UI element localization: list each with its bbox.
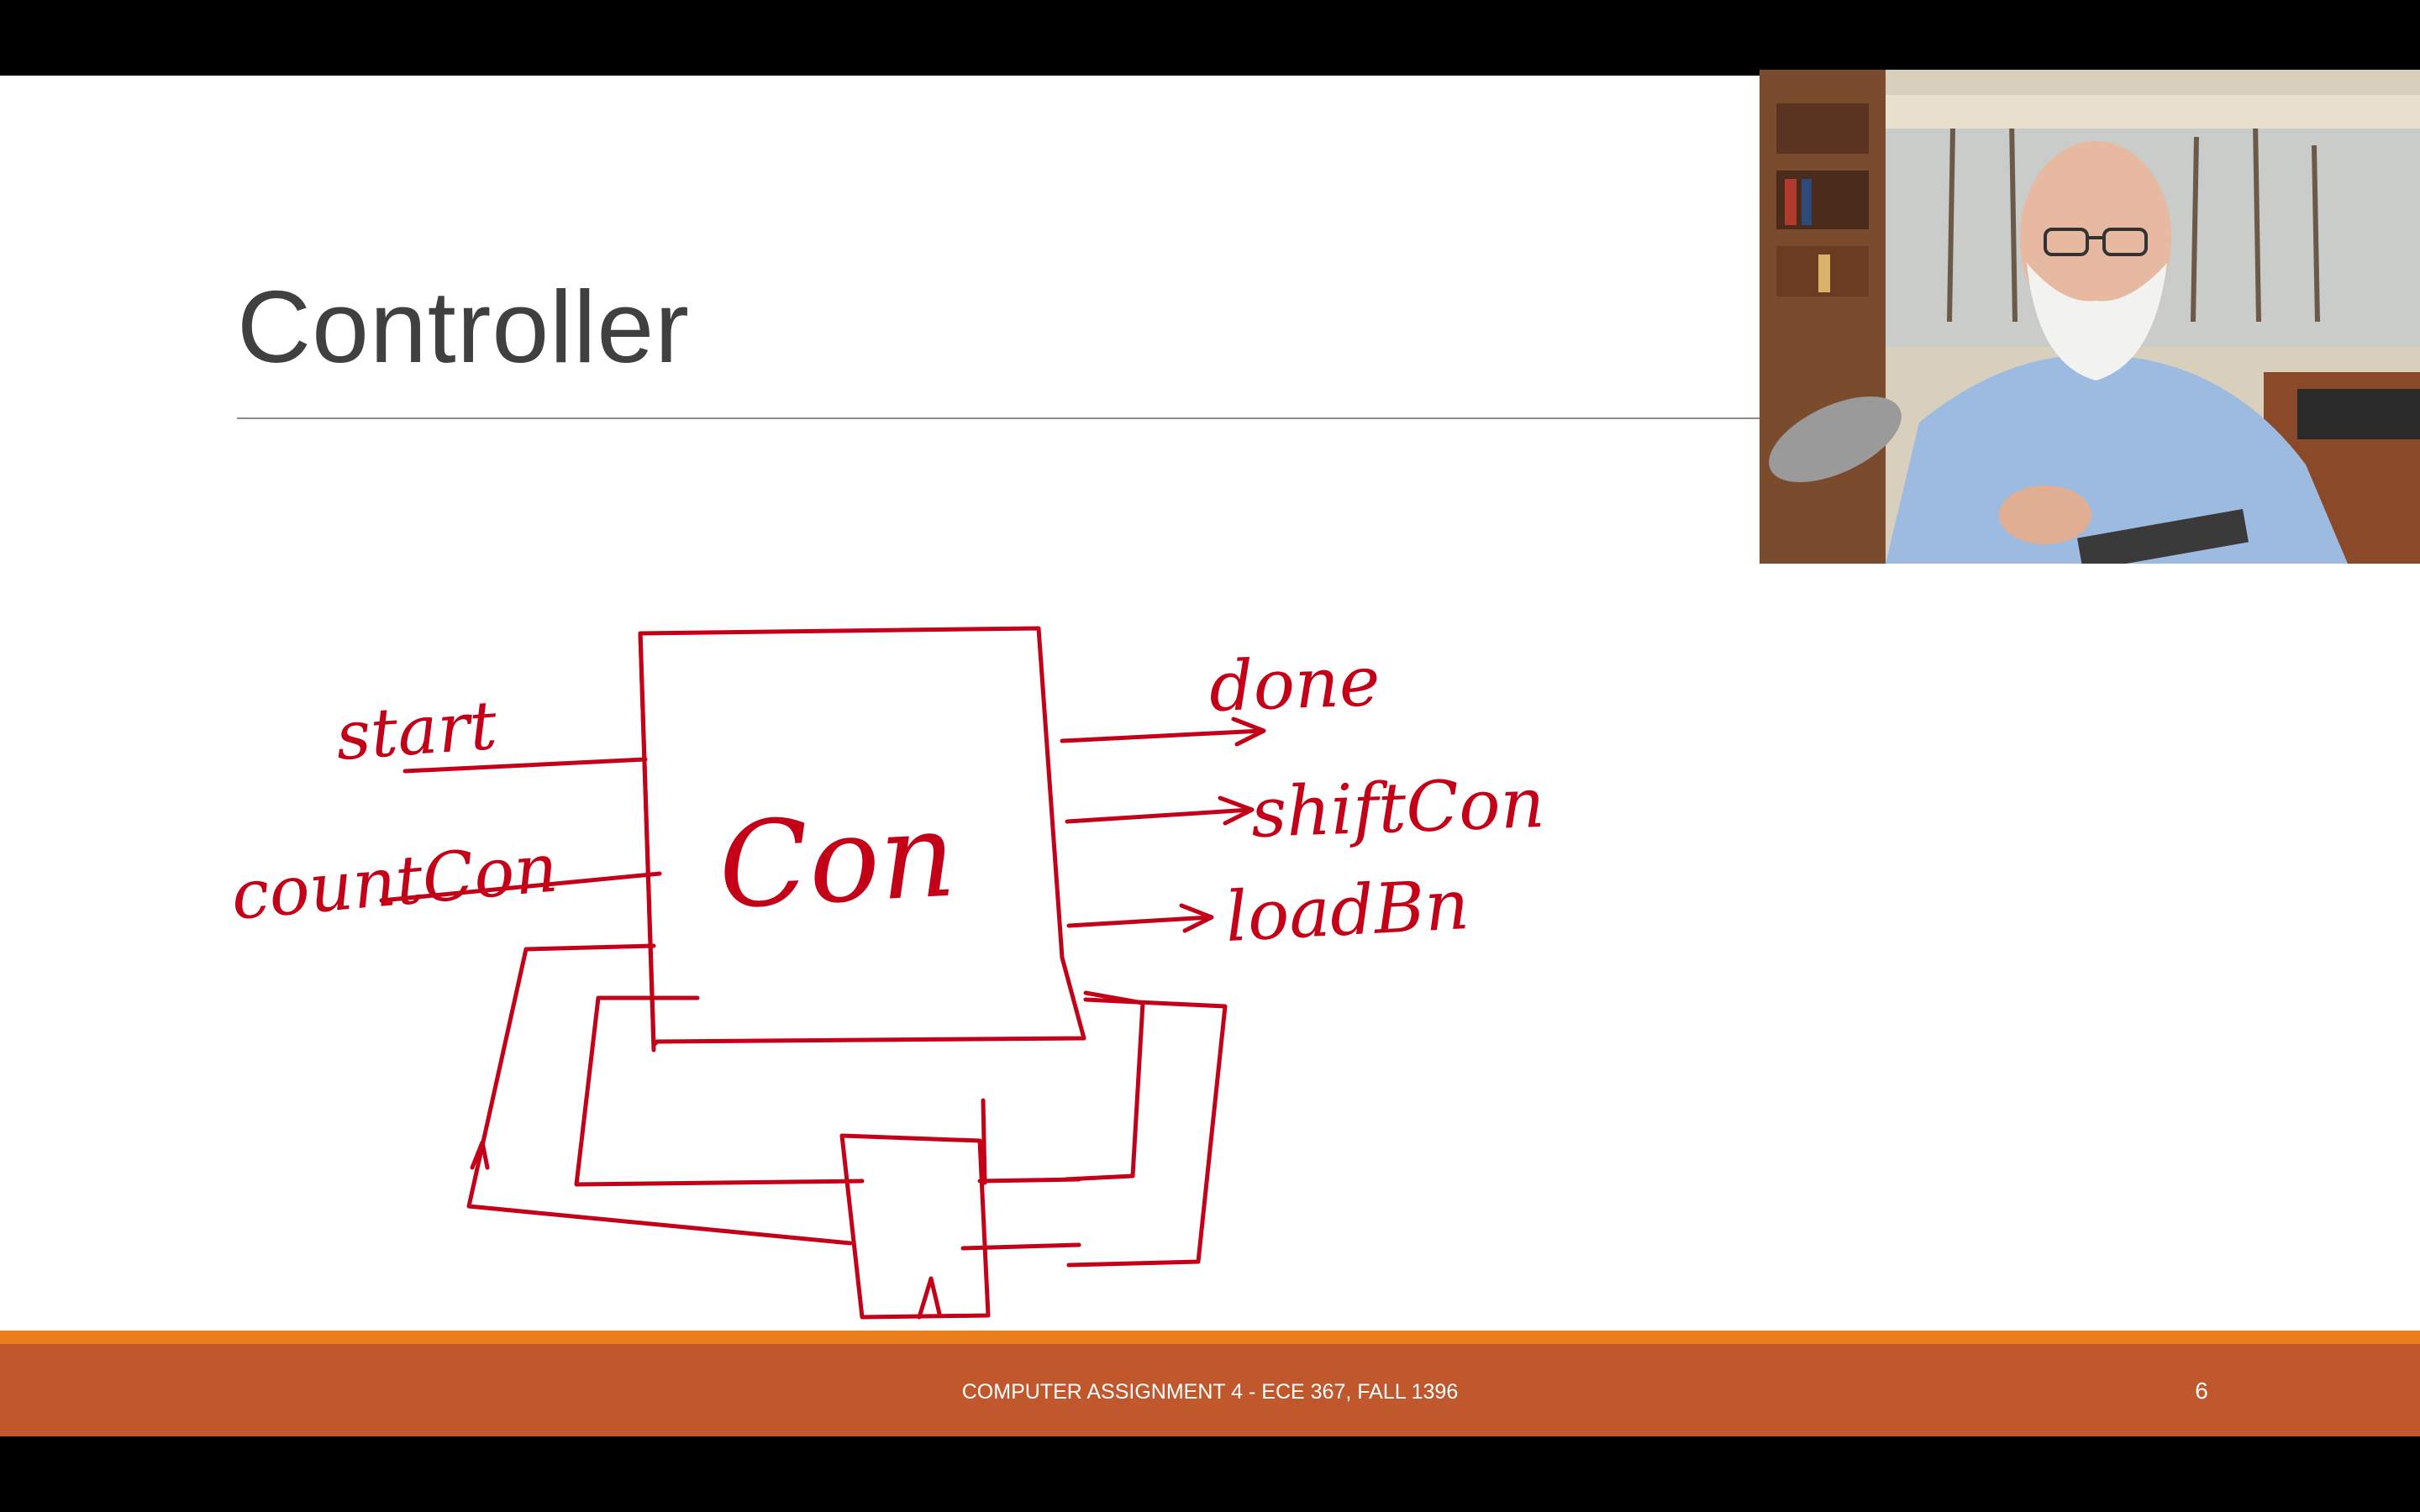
- webcam-overlay: [1760, 70, 2420, 564]
- slide-number: 6: [2195, 1378, 2208, 1404]
- slide-title: Controller: [237, 270, 690, 384]
- presenter-video-feed: [1760, 70, 2420, 564]
- handwritten-diagram: start countCon Con done shiftCon loadBn: [229, 626, 1546, 1320]
- output-shiftcon-arrow: [1065, 795, 1255, 826]
- feedback-loop-outer: [466, 943, 1228, 1268]
- title-divider: [237, 417, 1766, 419]
- footer-bar: [0, 1344, 2420, 1436]
- label-countcon: countCon: [229, 828, 561, 935]
- input-start-line: [402, 757, 648, 774]
- state-register: [839, 1133, 991, 1320]
- label-shiftcon: shiftCon: [1249, 764, 1545, 853]
- output-loadbn-arrow: [1066, 903, 1214, 933]
- footer-accent-stripe: [0, 1331, 2420, 1344]
- footer-text: COMPUTER ASSIGNMENT 4 - ECE 367, FALL 13…: [961, 1380, 1459, 1404]
- label-loadbn: loadBn: [1223, 865, 1471, 958]
- input-countcon-line: [379, 871, 662, 903]
- feedback-loop-inner: [574, 990, 1145, 1187]
- output-done-arrow: [1060, 717, 1266, 747]
- label-con: Con: [715, 786, 959, 936]
- label-done: done: [1207, 642, 1381, 727]
- label-start: start: [334, 686, 500, 775]
